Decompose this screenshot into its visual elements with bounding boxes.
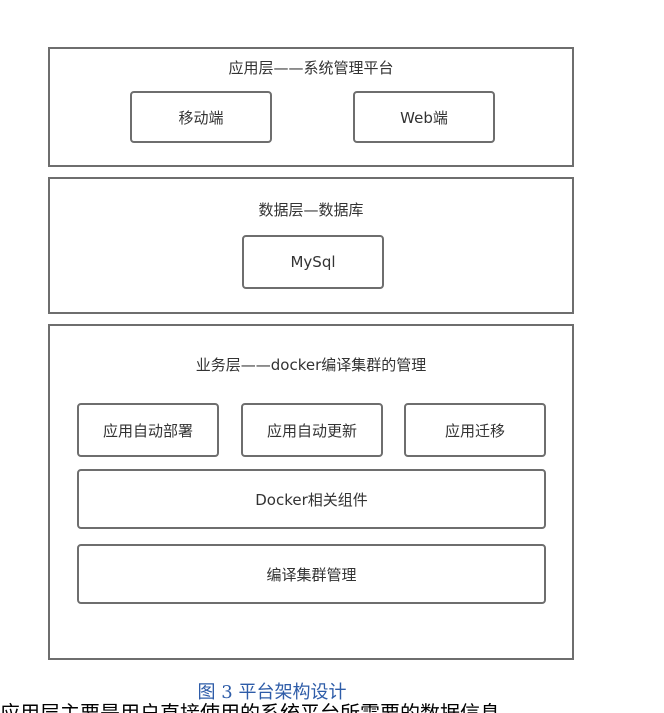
data-layer-title: 数据层—数据库 (258, 201, 364, 219)
web-client-box: Web端 (353, 91, 495, 143)
application-layer: 应用层——系统管理平台 移动端 Web端 (48, 47, 574, 167)
business-layer: 业务层——docker编译集群的管理 应用自动部署 应用自动更新 应用迁移 Do… (48, 324, 574, 660)
trailing-body-text: 应用层主要是用户直接使用的系统平台所需要的数据信息 (0, 700, 560, 713)
data-layer: 数据层—数据库 MySql (48, 177, 574, 314)
mysql-box: MySql (242, 235, 384, 289)
trailing-body-text-content: 应用层主要是用户直接使用的系统平台所需要的数据信息 (0, 701, 500, 713)
mobile-client-box: 移动端 (130, 91, 272, 143)
build-cluster-management-box: 编译集群管理 (77, 544, 546, 604)
auto-deploy-box: 应用自动部署 (77, 403, 219, 457)
auto-update-box: 应用自动更新 (241, 403, 383, 457)
app-migration-box: 应用迁移 (404, 403, 546, 457)
figure-caption: 图 3 平台架构设计 (197, 682, 347, 703)
application-layer-title: 应用层——系统管理平台 (228, 59, 394, 77)
docker-components-box: Docker相关组件 (77, 469, 546, 529)
business-layer-title: 业务层——docker编译集群的管理 (195, 356, 427, 374)
